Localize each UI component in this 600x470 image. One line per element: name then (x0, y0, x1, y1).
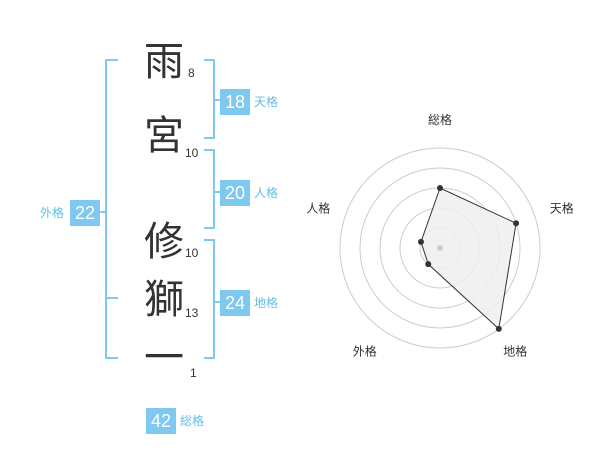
tenkaku-bracket (204, 59, 215, 139)
stroke-count-1: 8 (188, 66, 195, 80)
radar-point-4 (425, 261, 432, 268)
chikaku-label: 地格 (254, 296, 279, 310)
name-char-2: 宮 (144, 113, 184, 159)
radar-point-5 (417, 238, 424, 245)
radar-axis-label-1: 総格 (428, 112, 452, 127)
radar-center (437, 245, 443, 251)
radar-axis-label-5: 人格 (306, 200, 330, 215)
soukaku-label: 総格 (180, 414, 205, 428)
stroke-count-4: 13 (185, 306, 199, 320)
radar-ring-4 (359, 167, 521, 329)
radar-axis-label-3: 地格 (503, 344, 527, 359)
stroke-count-3: 10 (185, 246, 199, 260)
radar-point-1 (437, 185, 443, 191)
radar-point-2 (513, 220, 520, 227)
chikaku-value: 24 (220, 290, 250, 316)
jinkaku-bracket (204, 149, 215, 229)
gaikaku-bracket (105, 59, 118, 359)
stroke-count-2: 10 (185, 146, 199, 160)
stroke-count-5: 1 (190, 366, 197, 380)
name-char-1: 雨 (144, 39, 184, 85)
tenkaku-value: 18 (220, 89, 250, 115)
name-char-5: 一 (144, 335, 184, 381)
name-char-4: 獅 (144, 277, 184, 323)
radar-point-3 (495, 325, 502, 332)
radar-ring-5 (339, 147, 541, 349)
tenkaku-label: 天格 (254, 95, 279, 109)
radar-area (420, 187, 517, 330)
soukaku-value: 42 (146, 408, 176, 434)
jinkaku-label: 人格 (254, 186, 279, 200)
radar-axis-label-4: 外格 (353, 344, 377, 359)
jinkaku-value: 20 (220, 180, 250, 206)
name-char-3: 修 (144, 219, 184, 265)
chikaku-bracket (204, 239, 215, 359)
gaikaku-value: 22 (70, 200, 100, 226)
radar-axis-label-2: 天格 (550, 200, 574, 215)
gaikaku-label: 外格 (40, 206, 65, 220)
